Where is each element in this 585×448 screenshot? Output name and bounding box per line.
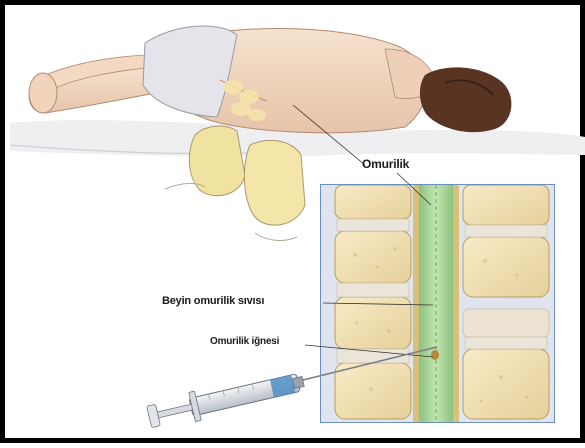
spinal-cord-label: Omurilik (362, 157, 409, 171)
spinal-needle-label: Omurilik iğnesi (210, 336, 279, 347)
csf-label: Beyin omurilik sıvısı (162, 295, 264, 307)
spinal-cord (413, 185, 459, 422)
vertebral-bodies-left (335, 185, 411, 419)
patient-body (29, 26, 511, 133)
lumbar-puncture-illustration (5, 5, 585, 448)
